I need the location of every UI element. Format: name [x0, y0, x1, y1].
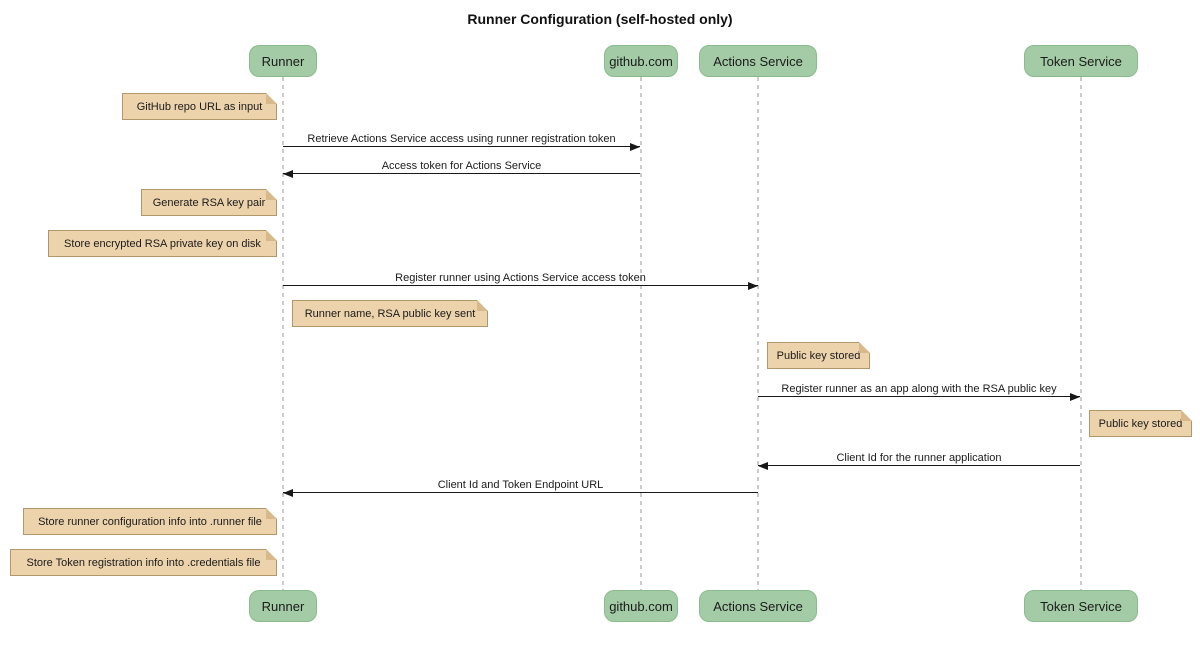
message-label: Client Id for the runner application: [836, 452, 1002, 464]
note-store-runner-config: Store runner configuration info into .ru…: [23, 508, 277, 535]
message-client-id-token-endpoint: Client Id and Token Endpoint URL: [283, 475, 758, 497]
arrowhead-left-icon: [283, 489, 293, 497]
message-label: Client Id and Token Endpoint URL: [437, 479, 604, 491]
actor-runner-top: Runner: [249, 45, 317, 77]
message-line: [758, 465, 1080, 466]
arrowhead-left-icon: [758, 462, 768, 470]
message-retrieve-actions-access: Retrieve Actions Service access using ru…: [283, 129, 640, 151]
actor-token-service-top: Token Service: [1024, 45, 1138, 77]
message-label: Retrieve Actions Service access using ru…: [307, 133, 616, 145]
note-public-key-stored-token: Public key stored: [1089, 410, 1192, 437]
message-label: Register runner as an app along with the…: [781, 383, 1057, 395]
note-public-key-stored-actions: Public key stored: [767, 342, 870, 369]
arrowhead-right-icon: [748, 282, 758, 290]
actor-runner-bottom: Runner: [249, 590, 317, 622]
arrowhead-right-icon: [630, 143, 640, 151]
actor-github-com-bottom: github.com: [604, 590, 678, 622]
note-runner-name-public-key: Runner name, RSA public key sent: [292, 300, 488, 327]
message-line: [283, 173, 640, 174]
note-store-encrypted-key: Store encrypted RSA private key on disk: [48, 230, 277, 257]
diagram-title: Runner Configuration (self-hosted only): [467, 11, 733, 27]
message-label: Access token for Actions Service: [381, 160, 542, 172]
actor-github-com-top: github.com: [604, 45, 678, 77]
message-label: Register runner using Actions Service ac…: [395, 272, 646, 284]
arrowhead-left-icon: [283, 170, 293, 178]
actor-actions-service-bottom: Actions Service: [699, 590, 817, 622]
message-register-runner-app: Register runner as an app along with the…: [758, 379, 1080, 401]
actor-actions-service-top: Actions Service: [699, 45, 817, 77]
lifeline-runner: [282, 77, 284, 590]
message-line: [283, 492, 758, 493]
note-generate-rsa-key-pair: Generate RSA key pair: [141, 189, 277, 216]
message-access-token: Access token for Actions Service: [283, 156, 640, 178]
message-client-id-runner-app: Client Id for the runner application: [758, 448, 1080, 470]
message-line: [283, 146, 640, 147]
message-line: [758, 396, 1080, 397]
note-store-token-registration: Store Token registration info into .cred…: [10, 549, 277, 576]
message-register-runner: Register runner using Actions Service ac…: [283, 268, 758, 290]
lifeline-token-service: [1080, 77, 1082, 590]
lifeline-github-com: [640, 77, 642, 590]
lifeline-actions-service: [757, 77, 759, 590]
arrowhead-right-icon: [1070, 393, 1080, 401]
message-line: [283, 285, 758, 286]
note-github-repo-url: GitHub repo URL as input: [122, 93, 277, 120]
actor-token-service-bottom: Token Service: [1024, 590, 1138, 622]
